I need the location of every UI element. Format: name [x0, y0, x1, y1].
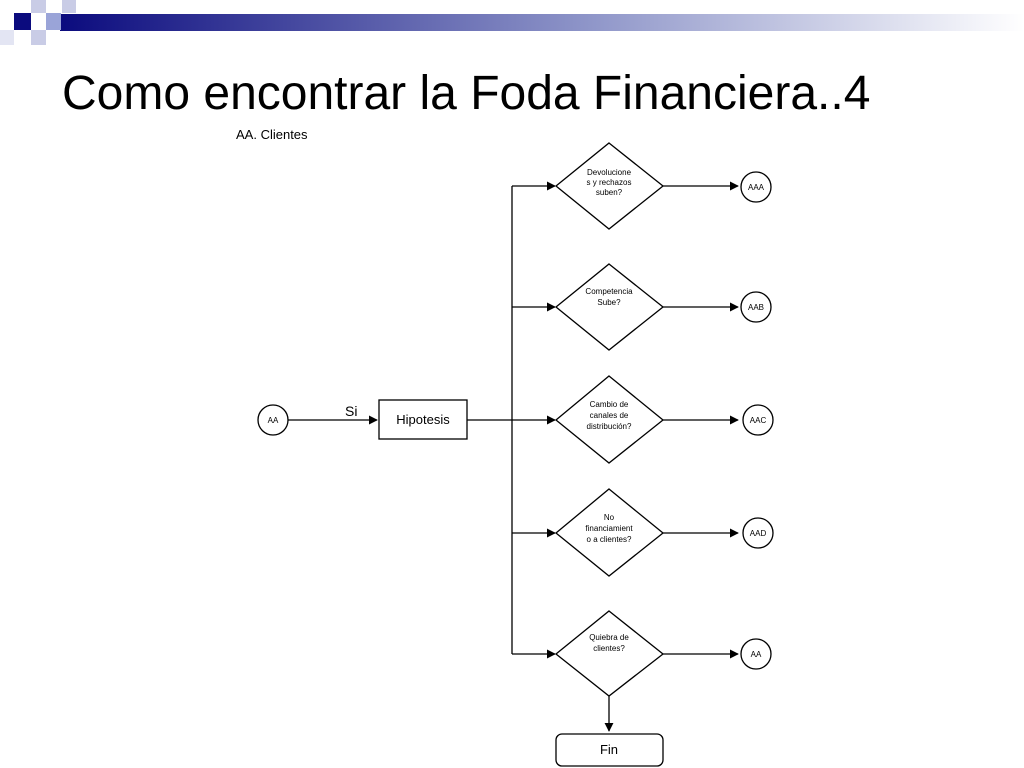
decision-4-line-3: o a clientes?	[587, 535, 632, 544]
start-node-label: AA	[268, 416, 279, 425]
decision-2-line-2: Sube?	[597, 298, 621, 307]
outcome-node-1	[740, 171, 772, 203]
decision-4-line-2: financiamient	[585, 524, 633, 533]
outcome-node-2-label: AAB	[748, 303, 764, 312]
decision-3-line-2: canales de	[590, 411, 629, 420]
decision-diamond-5	[554, 610, 665, 697]
decision-diamond-2	[554, 263, 665, 351]
decision-diamond-3	[554, 375, 665, 464]
decision-2-line-1: Competencia	[585, 287, 633, 296]
decision-1-line-2: s y rechazos	[587, 178, 632, 187]
process-hipotesis	[378, 399, 468, 440]
decision-5-line-1: Quiebra de	[589, 633, 629, 642]
decision-4-line-1: No	[604, 513, 615, 522]
decision-diamond-1	[554, 142, 665, 230]
decision-3-line-3: distribución?	[587, 422, 632, 431]
slide-title: Como encontrar la Foda Financiera..4	[62, 67, 871, 120]
outcome-node-3-label: AAC	[750, 416, 767, 425]
header-banner	[0, 0, 1024, 45]
process-hipotesis-label: Hipotesis	[396, 412, 450, 427]
outcome-node-4	[742, 517, 774, 549]
outcome-node-4-label: AAD	[750, 529, 767, 538]
decision-1-line-3: suben?	[596, 188, 623, 197]
outcome-node-1-label: AAA	[748, 183, 765, 192]
diagram-subtitle: AA. Clientes	[236, 127, 308, 142]
decision-5-line-2: clientes?	[593, 644, 625, 653]
decision-1-line-1: Devolucione	[587, 168, 632, 177]
outcome-node-5	[740, 638, 772, 670]
decision-3-line-1: Cambio de	[590, 400, 629, 409]
decision-diamond-4	[554, 488, 665, 577]
outcome-node-3	[742, 404, 774, 436]
outcome-node-5-label: AA	[751, 650, 762, 659]
end-terminal-label: Fin	[600, 742, 618, 757]
end-terminal	[555, 733, 664, 767]
edge-label-si: Si	[345, 403, 357, 419]
outcome-node-2	[740, 291, 772, 323]
